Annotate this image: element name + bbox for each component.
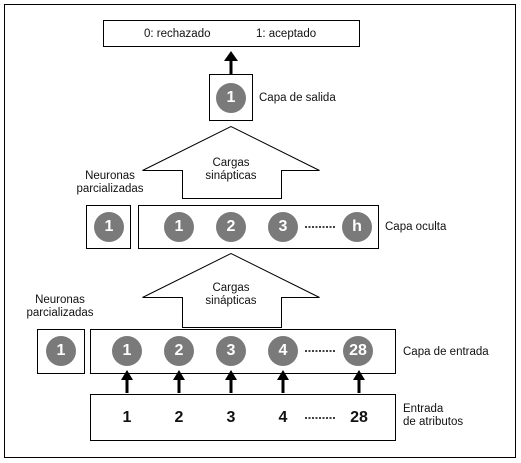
attribute-label-1: Entrada xyxy=(403,403,444,415)
input-node: 28 xyxy=(343,336,373,366)
output-node: 1 xyxy=(216,83,246,113)
attribute-value: 1 xyxy=(122,409,132,426)
hidden-node: 2 xyxy=(216,212,246,242)
hidden-node: 3 xyxy=(268,212,298,242)
input-bias-node: 1 xyxy=(46,336,76,366)
attribute-value: 28 xyxy=(350,409,368,426)
accept-label: 1: aceptado xyxy=(256,28,317,40)
input-node: 2 xyxy=(164,336,194,366)
weights-label-lower-2: sinápticas xyxy=(205,295,257,307)
attribute-value: 3 xyxy=(226,409,236,426)
input-bias-label-1: Neuronas xyxy=(35,294,85,306)
output-arrow-head xyxy=(224,51,238,61)
input-node: 4 xyxy=(268,336,298,366)
hidden-bias-label-1: Neuronas xyxy=(85,170,135,182)
output-box xyxy=(103,20,360,47)
attribute-value: 4 xyxy=(278,409,288,426)
hidden-layer-label: Capa oculta xyxy=(385,221,447,233)
input-node: 1 xyxy=(112,336,142,366)
hidden-node: 1 xyxy=(164,212,194,242)
reject-label: 0: rechazado xyxy=(144,28,211,40)
weights-arrow-upper xyxy=(142,125,320,199)
hidden-bias-label-2: parcializadas xyxy=(76,183,144,195)
input-layer-label: Capa de entrada xyxy=(403,346,489,358)
output-layer-label: Capa de salida xyxy=(259,92,336,104)
weights-label-upper-1: Cargas xyxy=(212,157,250,169)
weights-label-upper-2: sinápticas xyxy=(205,170,257,182)
attribute-box xyxy=(90,394,396,441)
hidden-bias-node: 1 xyxy=(94,212,124,242)
input-node: 3 xyxy=(216,336,246,366)
weights-arrow-lower xyxy=(142,252,320,328)
input-bias-label-2: parcializadas xyxy=(26,307,94,319)
attribute-value: 2 xyxy=(174,409,184,426)
hidden-node: h xyxy=(342,212,372,242)
attribute-arrows xyxy=(121,370,365,393)
weights-label-lower-1: Cargas xyxy=(212,282,250,294)
outer-frame xyxy=(4,4,516,458)
attribute-label-2: de atributos xyxy=(403,416,464,428)
